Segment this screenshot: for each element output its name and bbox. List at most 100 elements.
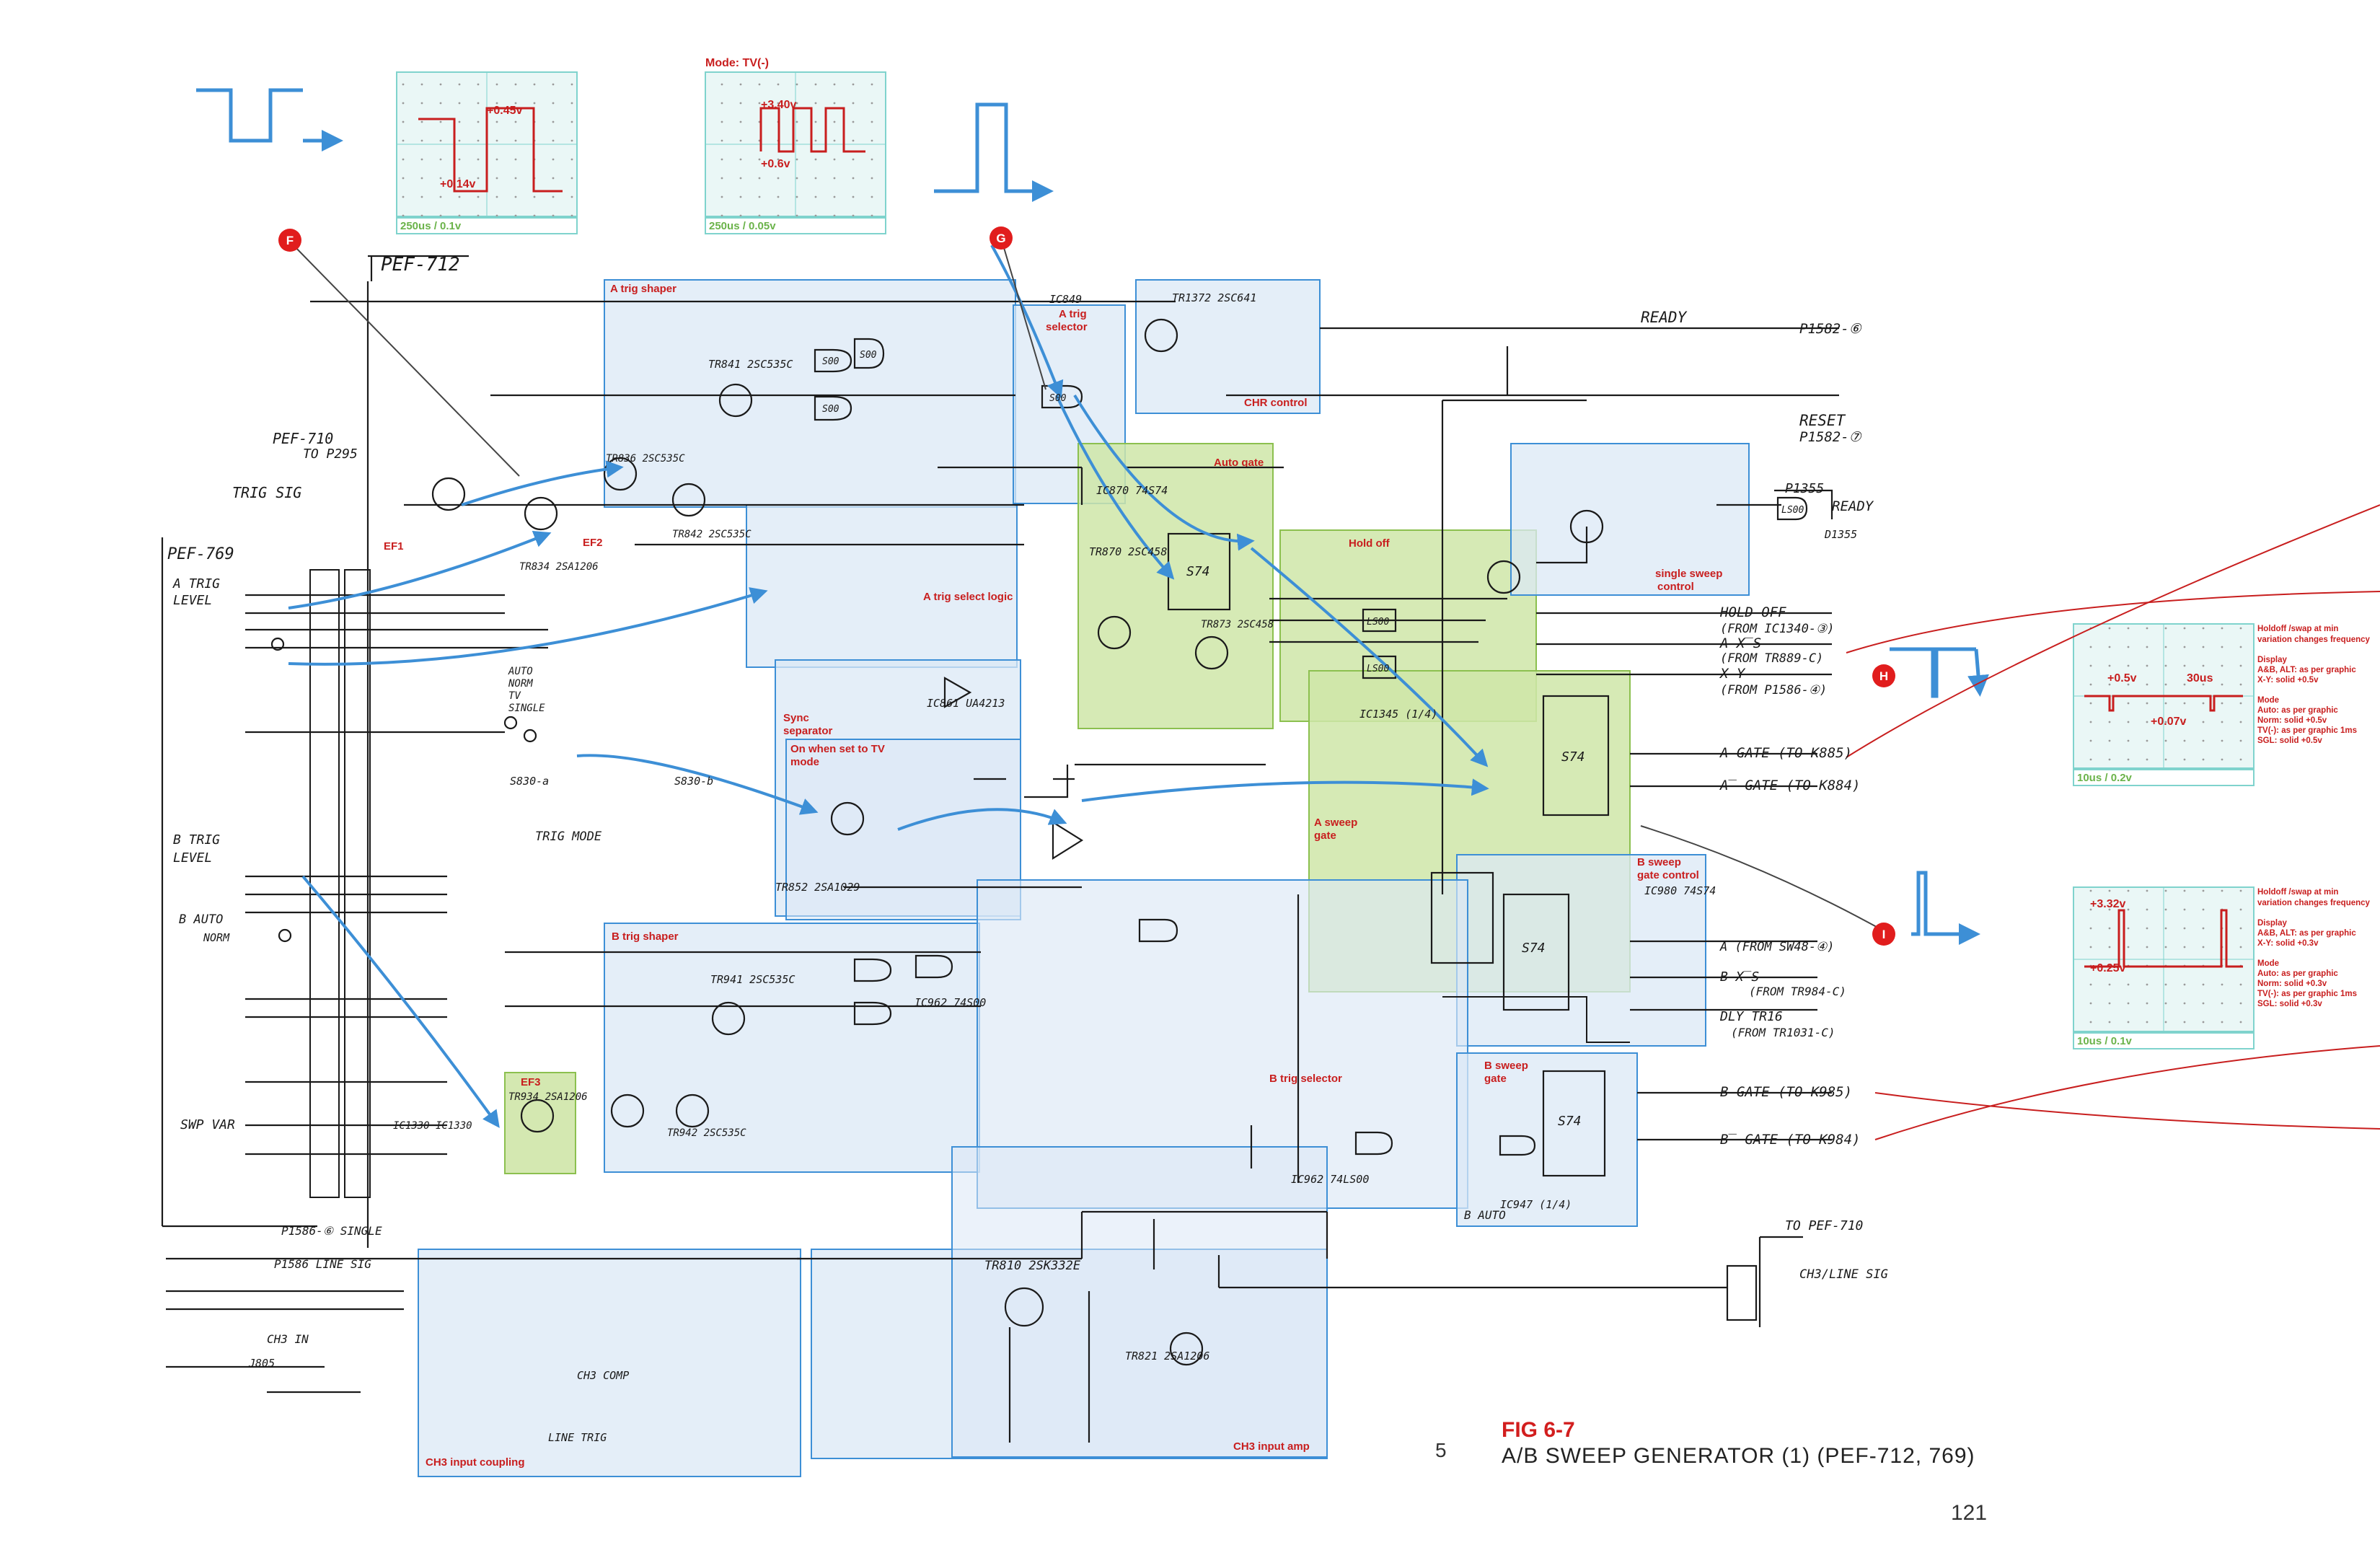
scope-i-note: SGL: solid +0.3v bbox=[2257, 1000, 2322, 1008]
label-ic1345: IC1345 (1/4) bbox=[1359, 708, 1437, 721]
probe-leader-lines bbox=[289, 237, 1890, 935]
label-b-gate-1: B GATE (TO K985) bbox=[1720, 1084, 1852, 1100]
region-auto-gate bbox=[1077, 443, 1274, 729]
label-tr842: TR842 2SC535C bbox=[672, 529, 752, 540]
region-label-a-trig-selector-2: selector bbox=[1046, 321, 1088, 333]
label-a-xs: A X̅S bbox=[1719, 635, 1761, 651]
label-dly-tr16: DLY TR16 bbox=[1719, 1009, 1783, 1024]
label-tr870: TR870 2SC458 bbox=[1089, 545, 1167, 558]
label-tr852: TR852 2SA1029 bbox=[775, 881, 860, 894]
waveform-icon-f-input bbox=[196, 88, 343, 151]
label-ready: READY bbox=[1641, 309, 1688, 326]
label-b-trig-level-1: B TRIG bbox=[173, 832, 220, 848]
label-s74-b: S74 bbox=[1561, 749, 1585, 765]
region-label-a-trig-select-logic: A trig select logic bbox=[923, 591, 1013, 603]
scope-h-note: Holdoff /swap at min bbox=[2257, 625, 2338, 633]
scope-i-label-low: +0.25v bbox=[2090, 962, 2125, 974]
label-pef712: PEF-712 bbox=[381, 254, 460, 276]
probe-marker-h: H bbox=[1872, 664, 1895, 687]
scope-i-note: TV(-): as per graphic 1ms bbox=[2257, 990, 2357, 998]
region-label-a-sweep-gate-2: gate bbox=[1314, 829, 1336, 842]
label-s74-a: S74 bbox=[1186, 564, 1210, 579]
region-label-a-sweep-gate-1: A sweep bbox=[1314, 817, 1357, 829]
region-label-single-sweep-1: single sweep bbox=[1655, 568, 1722, 580]
scope-f-caption: 250us / 0.1v bbox=[400, 220, 462, 232]
region-label-b-sweep-gate-1: B sweep bbox=[1484, 1060, 1528, 1072]
label-a-from: A (FROM SW48-④) bbox=[1719, 940, 1835, 954]
scope-h-caption: 10us / 0.2v bbox=[2077, 772, 2133, 784]
label-to-p295: TO P295 bbox=[303, 446, 358, 462]
label-s74-d: S74 bbox=[1558, 1114, 1582, 1129]
label-ic849: IC849 bbox=[1049, 293, 1082, 306]
page-number: 121 bbox=[1951, 1501, 1987, 1525]
scope-g-mode: Mode: TV(-) bbox=[705, 57, 769, 69]
label-ic947: IC947 (1/4) bbox=[1500, 1198, 1572, 1211]
label-from-ic1340: (FROM IC1340-③) bbox=[1720, 622, 1835, 636]
label-pef769: PEF-769 bbox=[167, 545, 234, 563]
scope-g-trace bbox=[759, 107, 865, 153]
scope-i-note: variation changes frequency bbox=[2257, 899, 2371, 907]
signal-flow-arrows bbox=[288, 245, 1489, 1128]
schematic-labels: PEF-712 PEF-710 TO P295 PEF-769 TRIG SIG… bbox=[167, 254, 1888, 1444]
region-label-auto-gate: Auto gate bbox=[1214, 457, 1264, 469]
scope-i-note: Mode bbox=[2257, 959, 2279, 968]
label-p1582-reset: P1582-⑦ bbox=[1799, 429, 1862, 445]
label-b-auto: B AUTO bbox=[179, 912, 223, 927]
probe-letter-h: H bbox=[1879, 669, 1888, 683]
scope-h-note: variation changes frequency bbox=[2257, 635, 2371, 644]
label-ch3-in: CH3 IN bbox=[267, 1332, 309, 1346]
scope-g-label-high: +3.40v bbox=[761, 99, 796, 111]
region-label-chr-control: CHR control bbox=[1244, 397, 1308, 409]
label-j805: J805 bbox=[248, 1357, 275, 1370]
region-label-b-trig-shaper: B trig shaper bbox=[612, 930, 679, 943]
label-ls00-b: LS00 bbox=[1367, 664, 1389, 674]
label-p1586-single: P1586-⑥ SINGLE bbox=[281, 1224, 382, 1238]
figure-number: FIG 6-7 bbox=[1502, 1418, 1575, 1442]
scope-g-caption: 250us / 0.05v bbox=[709, 220, 776, 232]
label-ic870: IC870 74S74 bbox=[1096, 484, 1168, 497]
label-a-trig-level-2: LEVEL bbox=[173, 593, 212, 608]
label-s00-b: S00 bbox=[860, 350, 877, 361]
scope-f-label-high: +0.45v bbox=[487, 105, 522, 117]
label-trig-sig: TRIG SIG bbox=[232, 484, 301, 501]
label-from-tr1031: (FROM TR1031-C) bbox=[1731, 1026, 1835, 1039]
probe-marker-i: I bbox=[1872, 923, 1895, 946]
label-p1582-ready: P1582-⑥ bbox=[1799, 321, 1862, 337]
region-label-ch3-input-amp: CH3 input amp bbox=[1233, 1440, 1310, 1453]
label-d1355: D1355 bbox=[1824, 528, 1857, 541]
region-b-sweep-gate-control bbox=[1456, 854, 1706, 1047]
label-mode-tv: TV bbox=[508, 690, 521, 702]
label-a-trig-level-1: A TRIG bbox=[172, 576, 220, 591]
region-a-trig-select-logic bbox=[746, 504, 1018, 668]
figure-title: A/B SWEEP GENERATOR (1) (PEF-712, 769) bbox=[1502, 1444, 1975, 1468]
label-s00-a: S00 bbox=[822, 356, 839, 367]
label-tr1372: TR1372 2SC641 bbox=[1172, 291, 1256, 304]
scope-h-label-time: 30us bbox=[2187, 672, 2213, 685]
label-ic962: IC962 74S00 bbox=[914, 996, 986, 1009]
label-s00-d: S00 bbox=[1049, 393, 1067, 404]
label-ic962b: IC962 74LS00 bbox=[1291, 1173, 1369, 1186]
region-label-ef2: EF2 bbox=[583, 537, 603, 549]
scope-h-note: Mode bbox=[2257, 696, 2279, 705]
label-s830a: S830-a bbox=[510, 775, 549, 788]
scope-h-trace bbox=[2084, 695, 2243, 712]
waveform-icon-g-input bbox=[934, 102, 1054, 202]
probe-letter-f: F bbox=[286, 234, 294, 247]
label-from-tr984: (FROM TR984-C) bbox=[1749, 985, 1846, 998]
region-label-sync-2: separator bbox=[783, 725, 833, 737]
label-to-pef710: TO PEF-710 bbox=[1785, 1218, 1863, 1233]
label-trig-mode: TRIG MODE bbox=[535, 829, 602, 844]
scope-i-label-high: +3.32v bbox=[2090, 898, 2125, 910]
label-reset: RESET bbox=[1799, 412, 1846, 429]
scope-h-label-v1: +0.5v bbox=[2107, 672, 2137, 685]
region-label-b-sweep-gate-2: gate bbox=[1484, 1073, 1507, 1085]
annotation-lines bbox=[1846, 504, 2380, 1140]
label-ic1330: IC1330 IC1330 bbox=[393, 1120, 472, 1132]
board-boundary bbox=[1442, 996, 1630, 1043]
label-b-xs: B X̅S bbox=[1720, 969, 1759, 985]
region-label-ch3-input-coupling: CH3 input coupling bbox=[426, 1456, 524, 1469]
label-tr941: TR941 2SC535C bbox=[710, 973, 795, 986]
label-tr841: TR841 2SC535C bbox=[708, 358, 793, 371]
scope-f-label-low: +0.14v bbox=[440, 178, 475, 190]
